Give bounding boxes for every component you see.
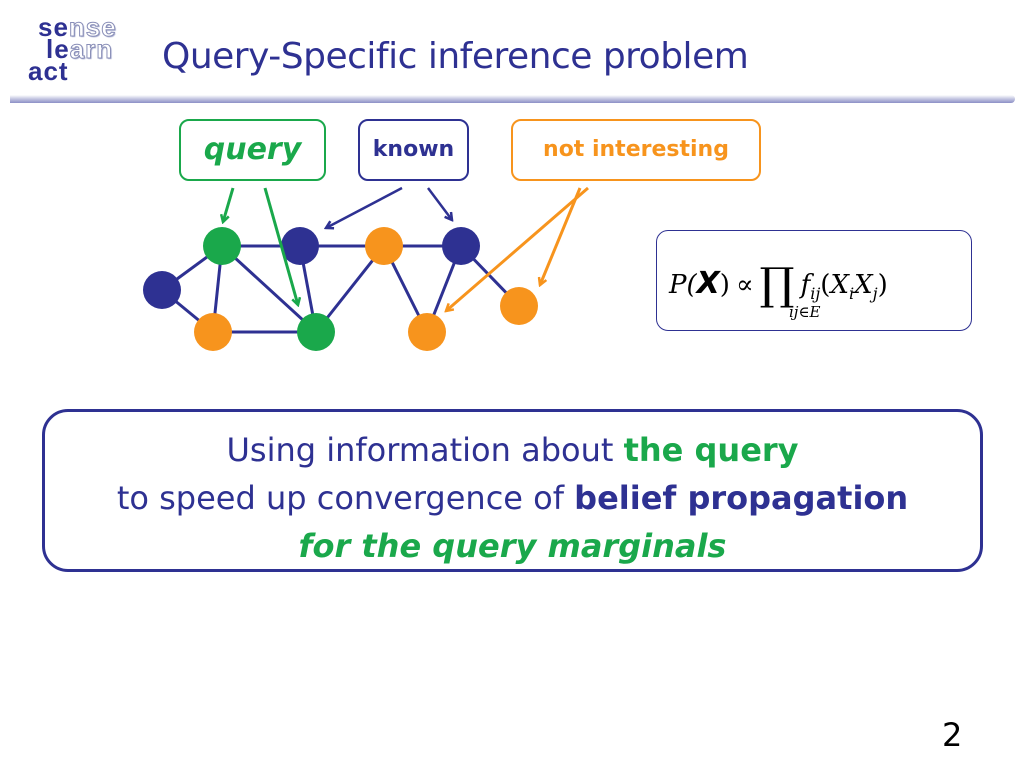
known-arrow-1	[326, 186, 403, 228]
logo-line-act: act	[28, 56, 69, 86]
legend-not-interesting-box: not interesting	[511, 119, 761, 181]
slide-title: Query-Specific inference problem	[162, 36, 749, 77]
graph-node-not-interesting	[500, 287, 538, 325]
graph-node-not-interesting	[194, 313, 232, 351]
message-line-1: Using information about the query	[226, 431, 799, 469]
not-interesting-arrow-2	[540, 187, 582, 285]
message-line-3: for the query marginals	[298, 527, 727, 565]
formula-expression: P(X)∝∏fij(XiXj)	[669, 259, 888, 310]
graph-nodes	[143, 227, 538, 351]
key-message-box: Using information about the query to spe…	[42, 409, 983, 572]
logo-line-learn: learn	[46, 34, 114, 64]
sense-learn-act-logo: sense learn act	[22, 14, 132, 90]
page-number: 2	[942, 716, 963, 754]
message-line-2: to speed up convergence of belief propag…	[116, 479, 909, 517]
known-arrow-2	[427, 187, 452, 220]
graph-node-not-interesting	[365, 227, 403, 265]
query-arrow-2	[263, 187, 298, 305]
logo-line-sense: sense	[38, 12, 117, 42]
graph-node-known	[281, 227, 319, 265]
legend-query-box: query	[179, 119, 326, 181]
joint-distribution-formula: P(X)∝∏fij(XiXj) ij∈E	[656, 230, 972, 331]
graph-node-query	[203, 227, 241, 265]
not-interesting-arrow-1	[446, 186, 589, 311]
graph-node-known	[442, 227, 480, 265]
graph-node-not-interesting	[408, 313, 446, 351]
graph-node-query	[297, 313, 335, 351]
title-divider	[10, 95, 1015, 103]
product-subscript: ij∈E	[789, 303, 821, 321]
query-arrow-1	[223, 187, 235, 222]
graph-node-known	[143, 271, 181, 309]
legend-arrows	[223, 186, 589, 311]
legend-known-box: known	[358, 119, 469, 181]
graph-edge	[220, 244, 318, 334]
